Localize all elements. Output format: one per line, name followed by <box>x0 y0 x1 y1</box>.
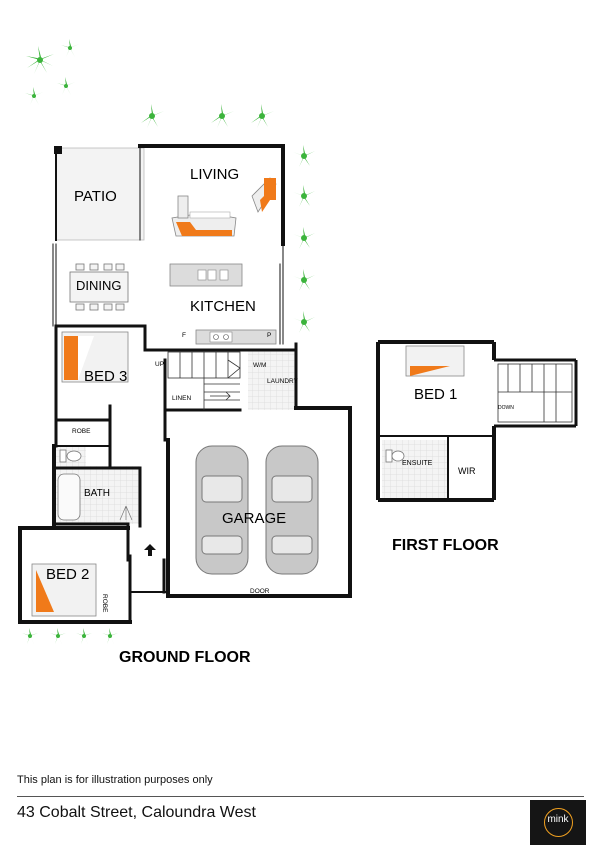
stairs-up-label: UP <box>155 361 165 368</box>
linen-label: LINEN <box>172 395 192 402</box>
robe-bed2-label: ROBE <box>101 594 108 613</box>
bathtub-icon <box>57 473 81 521</box>
pantry-label: P <box>267 332 272 339</box>
kitchen-bench <box>195 329 277 345</box>
patio-area <box>55 147 145 241</box>
disclaimer-text: This plan is for illustration purposes o… <box>17 774 213 786</box>
plant-icon <box>50 628 66 644</box>
fridge-label: F <box>182 332 186 339</box>
bed-3-icon <box>61 331 129 383</box>
landscape-plants <box>22 39 315 644</box>
plant-icon <box>57 77 75 95</box>
bath-label: BATH <box>84 488 110 499</box>
first-floor-title: FIRST FLOOR <box>392 537 499 554</box>
stairs-down-label: DOWN <box>498 405 514 411</box>
wir-label: WIR <box>458 466 476 476</box>
footer-divider <box>17 796 584 797</box>
property-address: 43 Cobalt Street, Caloundra West <box>17 804 256 821</box>
laundry-floor <box>248 350 296 410</box>
plant-icon <box>61 39 79 57</box>
plant-icon <box>140 104 164 128</box>
plant-icon <box>102 628 118 644</box>
bed-1-icon <box>405 345 465 377</box>
garage-label: GARAGE <box>222 510 287 527</box>
plant-icon <box>25 87 43 105</box>
brand-logo: mink <box>530 800 586 845</box>
car-icon <box>195 445 249 575</box>
robe-bed3-label: ROBE <box>72 428 91 435</box>
toilet-icon <box>59 449 82 463</box>
ground-floor-title: GROUND FLOOR <box>119 649 251 666</box>
plant-icon <box>293 145 315 167</box>
plant-icon <box>293 185 315 207</box>
plant-icon <box>76 628 92 644</box>
patio-label: PATIO <box>74 188 117 205</box>
washing-machine-label: W/M <box>253 362 267 369</box>
first-stairs <box>497 363 573 423</box>
ground-stairs <box>167 351 241 410</box>
kitchen-island <box>169 263 243 287</box>
dining-table-icon <box>69 263 129 311</box>
plant-icon <box>250 104 274 128</box>
kitchen-label: KITCHEN <box>190 298 256 315</box>
bed-3-label: BED 3 <box>84 368 128 385</box>
ground-floor-walls <box>18 144 352 624</box>
laundry-label: LAUNDRY <box>267 378 298 385</box>
plant-icon <box>293 311 315 333</box>
ensuite-toilet-icon <box>385 449 405 463</box>
living-label: LIVING <box>190 166 240 183</box>
bed-1-label: BED 1 <box>414 386 458 403</box>
plant-icon <box>293 269 315 291</box>
logo-ring-icon <box>544 808 573 837</box>
floor-plan <box>18 39 578 644</box>
plant-icon <box>210 104 234 128</box>
logo-text: mink <box>547 814 569 825</box>
car-icon <box>265 445 319 575</box>
plant-icon <box>293 227 315 249</box>
ensuite-floor <box>382 440 448 500</box>
plant-icon <box>26 46 54 74</box>
entry-arrow-icon <box>144 544 156 556</box>
first-floor-walls <box>376 340 578 502</box>
ensuite-label: ENSUITE <box>402 460 433 467</box>
sofa-icon <box>171 177 277 237</box>
bed-2-icon <box>31 563 97 617</box>
bed-2-label: BED 2 <box>46 566 90 583</box>
shower-icon <box>119 505 133 521</box>
dining-label: DINING <box>76 278 122 293</box>
garage-door-label: DOOR <box>250 588 270 595</box>
plant-icon <box>22 628 38 644</box>
